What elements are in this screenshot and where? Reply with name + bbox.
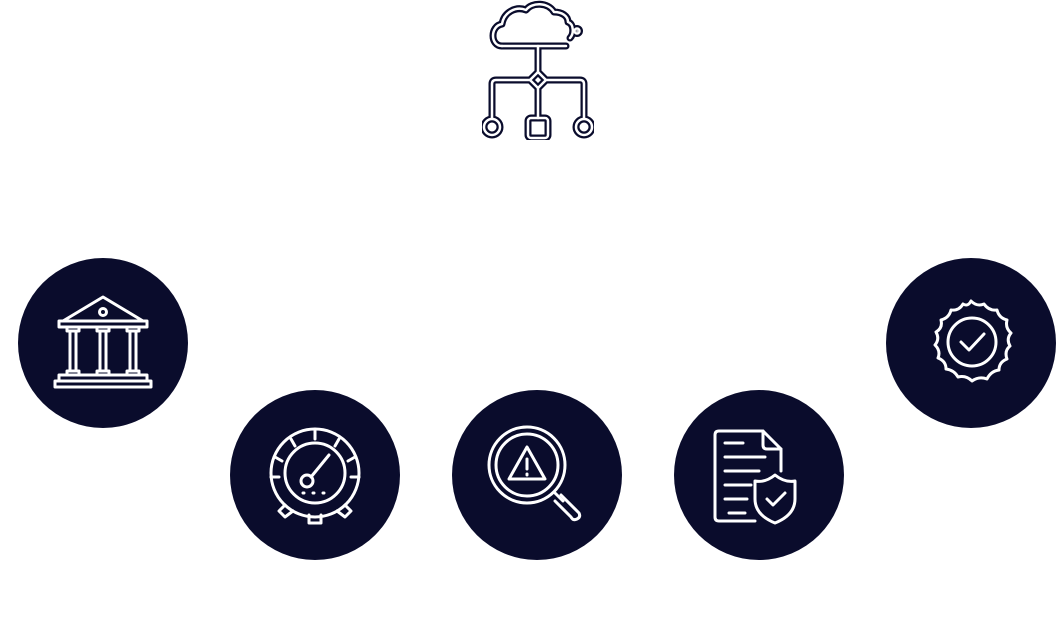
document-shield-icon <box>713 429 797 525</box>
speedometer-gear-icon <box>269 427 361 525</box>
bank-icon <box>53 295 153 389</box>
bank-circle <box>18 258 188 428</box>
document-shield-circle <box>674 390 844 560</box>
risk-search-icon <box>487 425 582 522</box>
cloud-network-icon <box>480 0 596 142</box>
verified-badge-circle <box>886 258 1056 428</box>
risk-search-circle <box>452 390 622 560</box>
verified-badge-icon <box>933 299 1013 383</box>
speedometer-circle <box>230 390 400 560</box>
